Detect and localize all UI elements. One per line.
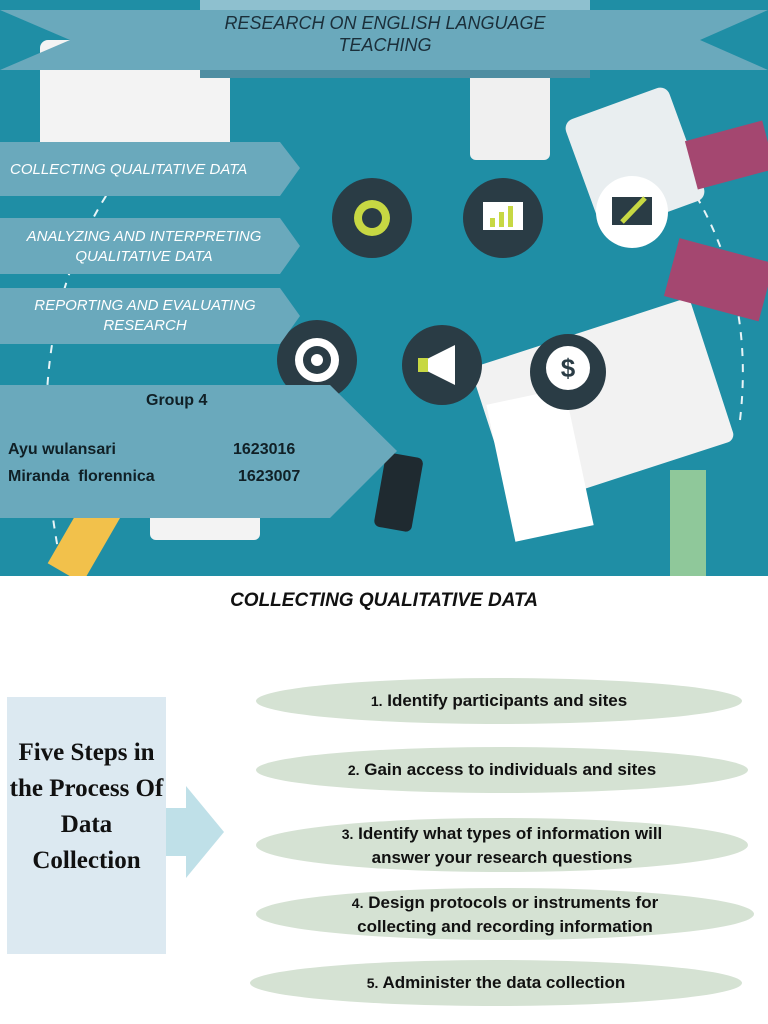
member-id: 1623007 xyxy=(238,468,301,485)
menu-item-analyzing: ANALYZING AND INTERPRETING QUALITATIVE D… xyxy=(26,228,262,265)
step-number: 5. xyxy=(366,975,379,991)
steps-title-box: Five Steps in the Process Of Data Collec… xyxy=(7,697,166,954)
step-text: Administer the data collection xyxy=(382,973,626,992)
step-number: 2. xyxy=(347,762,360,778)
step-4: 4. Design protocols or instruments for c… xyxy=(256,888,754,940)
right-arrow-icon xyxy=(166,786,224,878)
pen-screen-icon xyxy=(596,176,668,248)
menu-item-collecting: COLLECTING QUALITATIVE DATA xyxy=(10,161,248,178)
globe-gear-icon xyxy=(332,178,412,258)
menu-tab-shapes xyxy=(0,142,397,518)
member-name: Miranda florennica xyxy=(8,468,155,485)
title-banner xyxy=(0,0,768,78)
step-5: 5. Administer the data collection xyxy=(250,960,742,1006)
step-text: Design protocols or instruments for coll… xyxy=(357,892,659,936)
group-title: Group 4 xyxy=(146,392,208,409)
chart-monitor-icon xyxy=(463,178,543,258)
section-heading: COLLECTING QUALITATIVE DATA xyxy=(230,590,538,611)
step-number: 3. xyxy=(341,825,354,842)
member-name: Ayu wulansari xyxy=(8,441,116,458)
step-text: Gain access to individuals and sites xyxy=(364,760,657,779)
step-1: 1. Identify participants and sites xyxy=(256,678,742,724)
member-id: 1623016 xyxy=(233,441,296,458)
step-number: 1. xyxy=(370,693,383,709)
step-text: Identify participants and sites xyxy=(387,691,628,710)
steps-title: Five Steps in the Process Of Data Collec… xyxy=(9,739,164,874)
svg-text:$: $ xyxy=(561,353,576,383)
step-3: 3. Identify what types of information wi… xyxy=(256,818,748,872)
cover-illustration: $ RESEARCH ON ENGLISH LANGUAGE TEACHING … xyxy=(0,0,768,576)
step-text: Identify what types of information will … xyxy=(358,823,663,867)
target-icon xyxy=(277,320,357,400)
step-number: 4. xyxy=(351,894,364,911)
menu-item-reporting: REPORTING AND EVALUATING RESEARCH xyxy=(34,297,256,334)
presentation-title: RESEARCH ON ENGLISH LANGUAGE TEACHING xyxy=(224,13,546,55)
megaphone-icon xyxy=(402,325,482,405)
step-2: 2. Gain access to individuals and sites xyxy=(256,747,748,793)
dollar-chat-icon: $ xyxy=(530,334,606,410)
